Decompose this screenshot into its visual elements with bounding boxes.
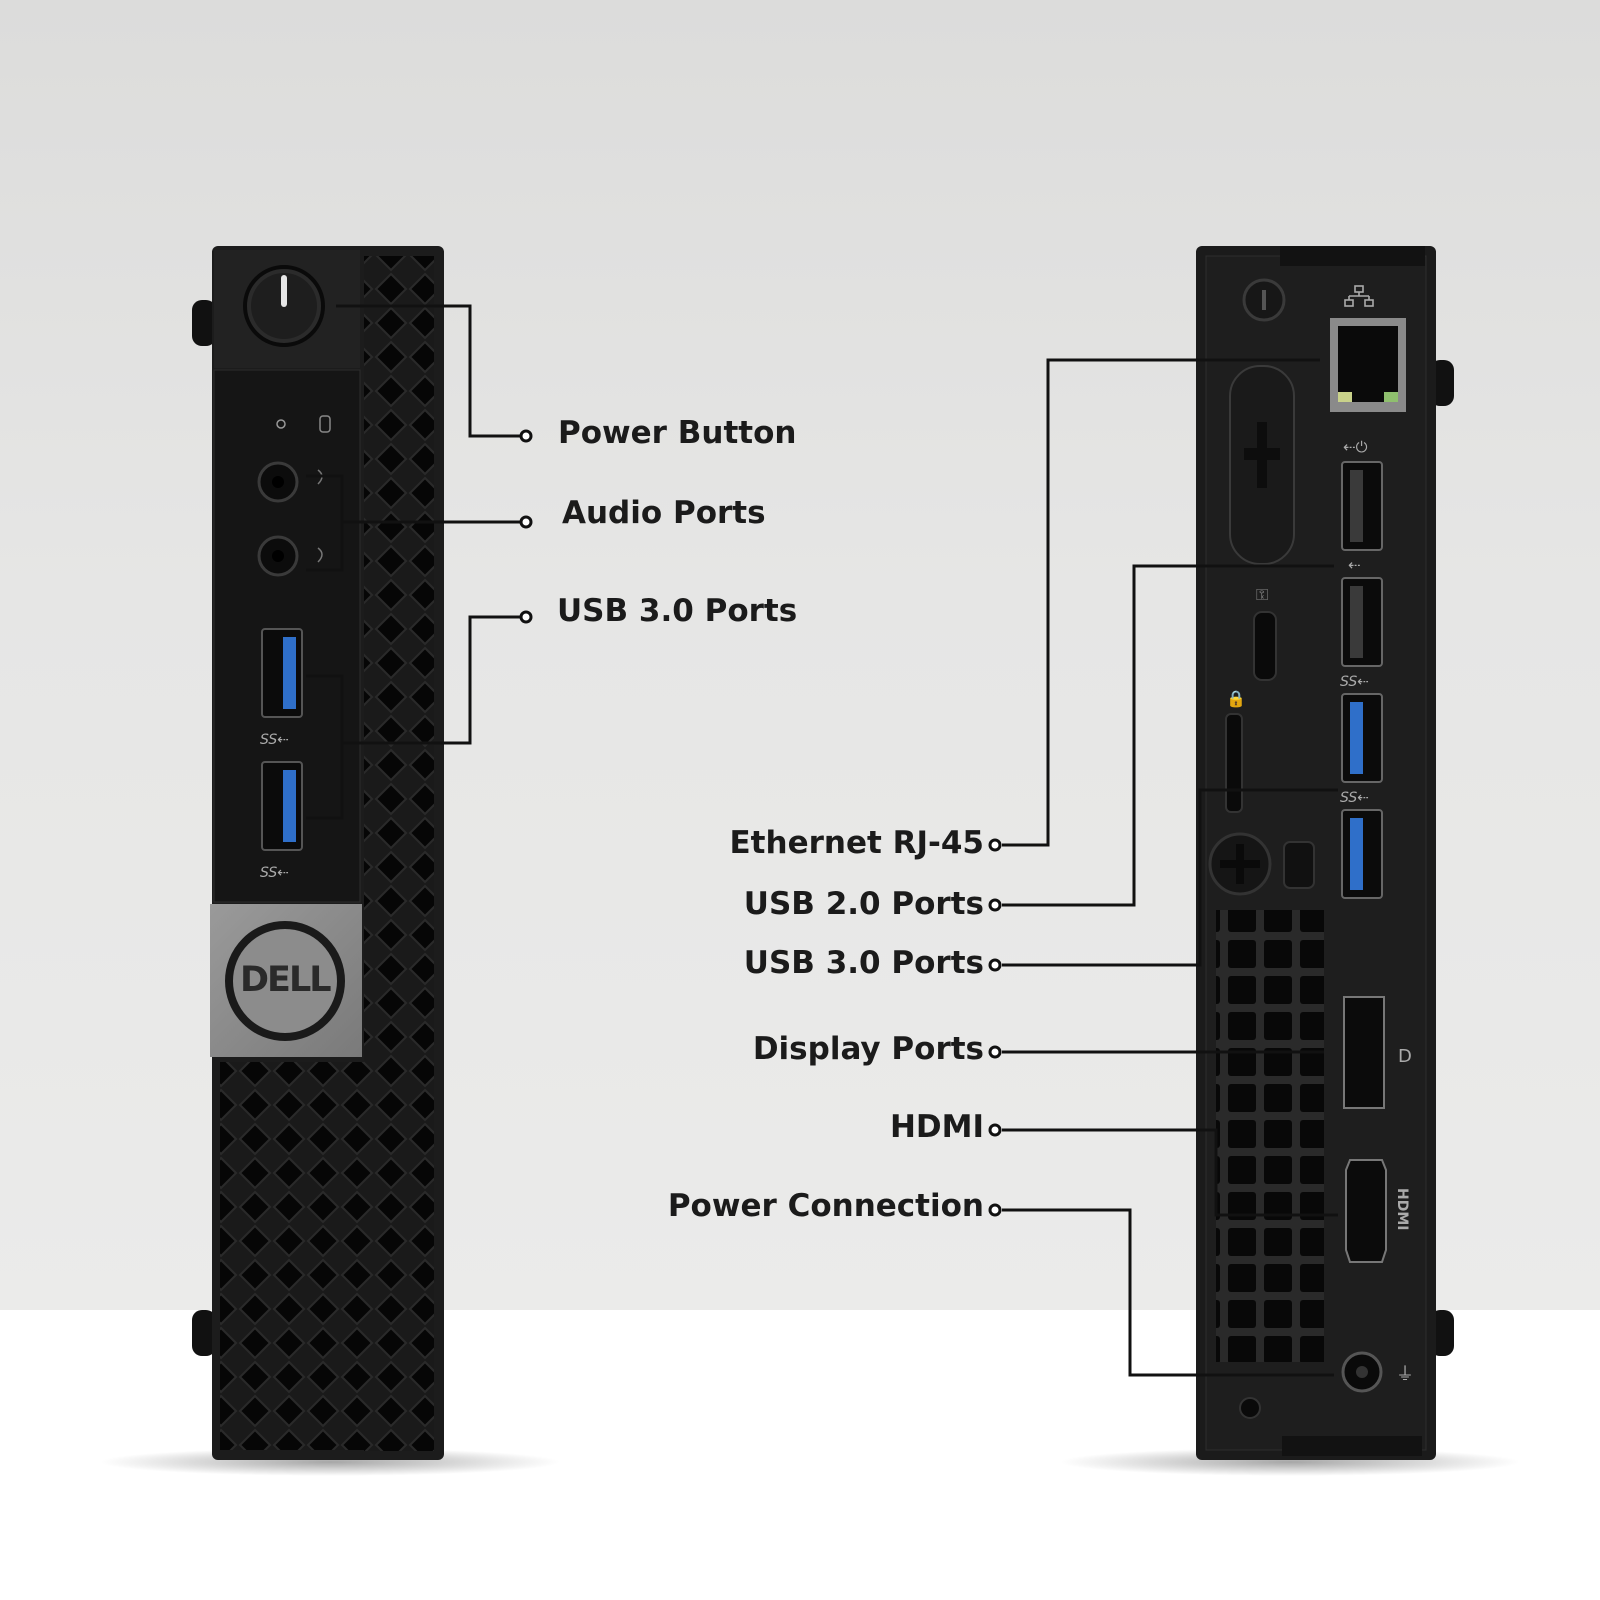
audio-jacks bbox=[257, 461, 323, 577]
label-power-button: Power Button bbox=[558, 415, 797, 451]
label-display-ports: Display Ports bbox=[752, 1031, 984, 1067]
activity-led bbox=[276, 419, 286, 429]
cable-clip bbox=[1283, 841, 1315, 889]
front-mesh-strip bbox=[364, 256, 434, 1451]
lock-icon: 🔒 bbox=[1226, 689, 1246, 708]
dell-badge-ring bbox=[225, 921, 345, 1041]
label-audio-ports: Audio Ports bbox=[562, 495, 766, 531]
rear-leader-dots bbox=[988, 838, 1002, 1217]
label-front-usb3-ports: USB 3.0 Ports bbox=[557, 593, 798, 629]
dell-logo: DELL bbox=[240, 960, 332, 1000]
rear-unit: ⇠⏻ ⇠ ⚿ 🔒 SS⇠ SS⇠ D bbox=[1196, 246, 1454, 1460]
rear-vent-grid bbox=[1216, 910, 1324, 1362]
padlock-loop bbox=[1225, 713, 1243, 813]
superspeed-usb-icon: SS⇠ bbox=[260, 865, 289, 881]
display-port-graphic: D bbox=[1343, 996, 1412, 1109]
drive-icon bbox=[319, 415, 331, 433]
label-power-connection: Power Connection bbox=[667, 1188, 984, 1224]
power-connector-graphic: ⏚ bbox=[1341, 1351, 1414, 1393]
superspeed-usb-icon: SS⇠ bbox=[1340, 674, 1369, 690]
ethernet-port-graphic bbox=[1330, 318, 1406, 412]
rear-usb3-ports: SS⇠ SS⇠ bbox=[1340, 674, 1383, 899]
front-usb3-ports: SS⇠ SS⇠ bbox=[260, 628, 303, 881]
usb-icon: ⇠ bbox=[1348, 556, 1361, 574]
rear-usb2-ports: ⇠ bbox=[1341, 461, 1383, 667]
front-foot-bottom bbox=[192, 1310, 216, 1356]
superspeed-usb-icon: SS⇠ bbox=[260, 732, 289, 748]
power-plug-icon: ⏚ bbox=[1396, 1364, 1414, 1385]
rear-leader-lines bbox=[1002, 358, 1338, 1377]
kensington-slot bbox=[1253, 611, 1277, 681]
front-foot-top bbox=[192, 300, 216, 346]
front-leader-dots bbox=[519, 429, 533, 624]
label-hdmi: HDMI bbox=[889, 1109, 984, 1145]
label-usb20-ports: USB 2.0 Ports bbox=[743, 886, 984, 922]
rear-top-notch bbox=[1280, 246, 1425, 266]
front-unit: SS⇠ SS⇠ bbox=[192, 246, 444, 1460]
hdmi-logo: HDMI bbox=[1394, 1188, 1410, 1230]
label-rear-usb3-ports: USB 3.0 Ports bbox=[743, 945, 984, 981]
rear-screw-bottom bbox=[1239, 1397, 1261, 1419]
lock-icon: ⚿ bbox=[1256, 585, 1268, 604]
power-button-graphic bbox=[243, 265, 325, 347]
hdmi-port-graphic: HDMI bbox=[1345, 1159, 1410, 1263]
rear-bottom-notch bbox=[1282, 1436, 1422, 1456]
front-mesh-bottom bbox=[220, 1062, 370, 1450]
usb-icon: ⇠⏻ bbox=[1343, 438, 1368, 456]
network-icon bbox=[1344, 285, 1374, 307]
superspeed-usb-icon: SS⇠ bbox=[1340, 790, 1369, 806]
displayport-icon: D bbox=[1398, 1046, 1412, 1067]
label-ethernet-rj45: Ethernet RJ-45 bbox=[729, 825, 985, 861]
front-leader-lines bbox=[306, 304, 520, 820]
